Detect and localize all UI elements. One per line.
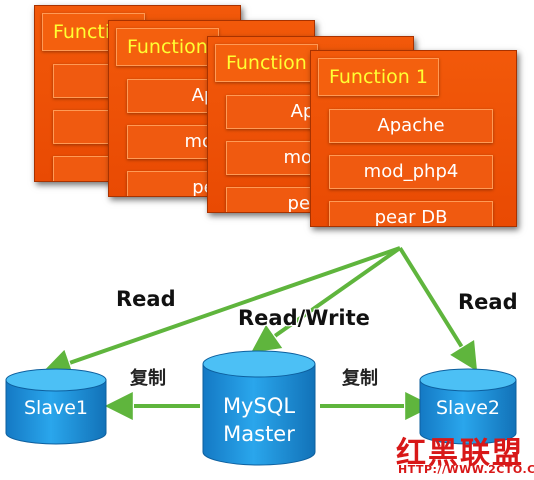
server-title: Function bbox=[116, 28, 219, 66]
read-label-left: Read bbox=[116, 287, 176, 311]
module-mod-php: mod_php4 bbox=[329, 155, 493, 189]
watermark-url: HTTP://WWW.2CTO.COM bbox=[398, 463, 534, 476]
server-title: Function bbox=[215, 44, 318, 82]
master-label-line1: MySQL bbox=[222, 394, 296, 418]
replicate-label-left: 复制 bbox=[130, 368, 166, 389]
read-arrow-right bbox=[398, 246, 470, 360]
read-write-arrow bbox=[262, 246, 402, 345]
slave1-label: Slave1 bbox=[23, 397, 88, 419]
module-pear-db: pear DB bbox=[329, 201, 493, 226]
read-arrow-left bbox=[55, 246, 401, 368]
watermark-logo: 红黑联盟 bbox=[396, 436, 524, 471]
replicate-label-right: 复制 bbox=[342, 368, 378, 389]
read-label-right: Read bbox=[458, 290, 518, 314]
slave2-label: Slave2 bbox=[435, 397, 500, 419]
server-title: Function 1 bbox=[318, 58, 439, 96]
read-write-label: Read/Write bbox=[238, 306, 370, 330]
master-label-line2: Master bbox=[223, 422, 295, 446]
server-box-front: Function 1 Apache mod_php4 pear DB bbox=[310, 50, 517, 227]
module-apache: Apache bbox=[329, 109, 493, 143]
